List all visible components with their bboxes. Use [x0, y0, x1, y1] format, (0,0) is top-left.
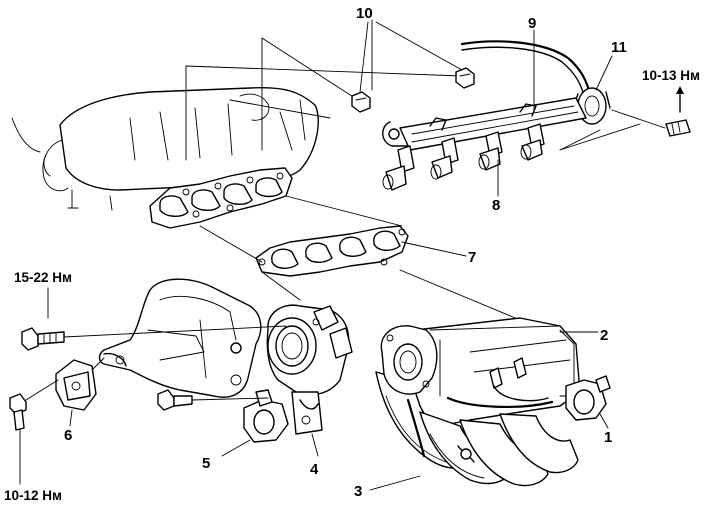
gasket-upper	[149, 167, 293, 229]
callout-10: 10	[356, 5, 373, 22]
callout-labels: 10 9 11 8 7 2 1 4 5 6 3	[64, 5, 627, 500]
alignment-line-3	[399, 269, 521, 321]
injector-2	[430, 137, 459, 180]
fuel-rail-assembly	[382, 40, 611, 191]
torque-10-13: 10-13 Нм	[642, 68, 700, 83]
intake-manifold	[375, 317, 581, 487]
callout-2: 2	[600, 327, 608, 344]
throttle-body	[266, 304, 353, 435]
callout-1: 1	[604, 429, 612, 446]
bolt-15-22	[21, 325, 287, 351]
nut-10-upper	[455, 67, 475, 89]
leader-1	[599, 413, 609, 429]
leader-5	[221, 439, 251, 457]
bolt-throttle-lower	[157, 389, 269, 411]
manifold-bracket	[98, 278, 262, 398]
callout-11: 11	[611, 39, 627, 56]
alignment-line-1	[199, 225, 263, 263]
callout-8: 8	[492, 197, 500, 214]
torque-10-12: 10-12 Нм	[4, 488, 62, 503]
leader-6	[69, 409, 73, 427]
nut-10-lower	[351, 91, 371, 113]
leader-3	[369, 475, 421, 491]
callout-6: 6	[64, 427, 72, 444]
callout-3: 3	[354, 483, 362, 500]
cylinder-head	[11, 86, 319, 211]
leader-4	[311, 433, 319, 457]
injector-4	[520, 123, 545, 161]
leader-10-c	[375, 21, 463, 71]
gasket-7	[255, 225, 409, 277]
leader-11	[595, 55, 613, 91]
callout-5: 5	[202, 455, 210, 472]
torque-15-22: 15-22 Нм	[14, 270, 72, 285]
callout-9: 9	[528, 15, 536, 32]
leader-10-b	[359, 21, 369, 93]
bolt-10-13	[665, 86, 691, 137]
iac-valve	[559, 375, 611, 421]
leader-lines-top	[185, 37, 666, 161]
injector-1	[382, 145, 415, 191]
alignment-line-4	[261, 271, 301, 301]
callout-4: 4	[310, 461, 319, 478]
leader-7	[401, 241, 467, 257]
callout-7: 7	[468, 249, 476, 266]
mounting-bracket-6	[55, 357, 105, 411]
injector-3	[478, 131, 503, 171]
alignment-line-2	[285, 195, 403, 227]
bolt-10-12	[9, 379, 59, 485]
torque-labels: 10-13 Нм 15-22 Нм 10-12 Нм	[4, 68, 700, 503]
